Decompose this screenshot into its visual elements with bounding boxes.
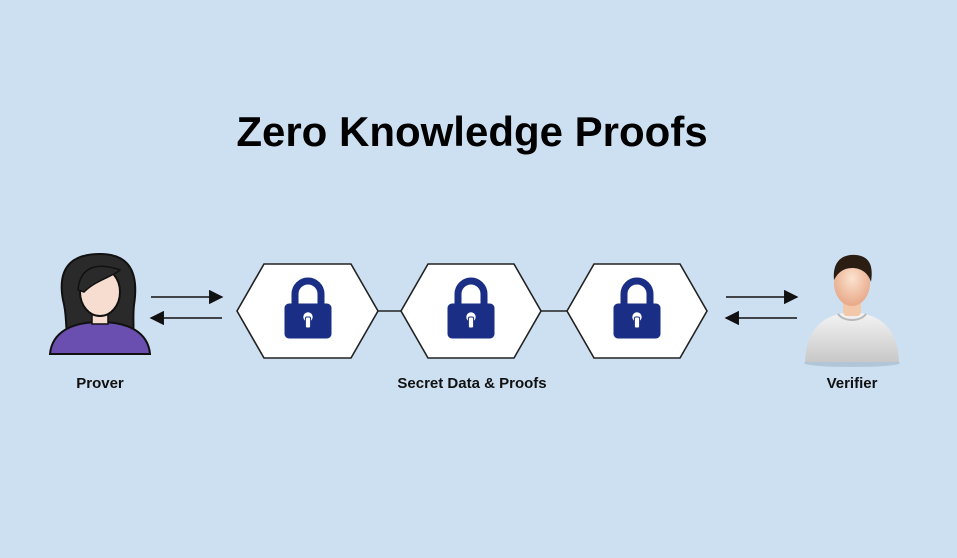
secret-node-2 bbox=[400, 263, 542, 359]
prover-avatar-icon bbox=[48, 252, 152, 355]
prover-label: Prover bbox=[76, 375, 124, 392]
page-title: Zero Knowledge Proofs bbox=[236, 108, 708, 155]
verifier-avatar-icon bbox=[804, 254, 900, 367]
secret-node-3 bbox=[566, 263, 708, 359]
secret-data-label: Secret Data & Proofs bbox=[397, 375, 547, 392]
secret-node-1 bbox=[236, 263, 379, 359]
verifier-label: Verifier bbox=[826, 375, 878, 392]
